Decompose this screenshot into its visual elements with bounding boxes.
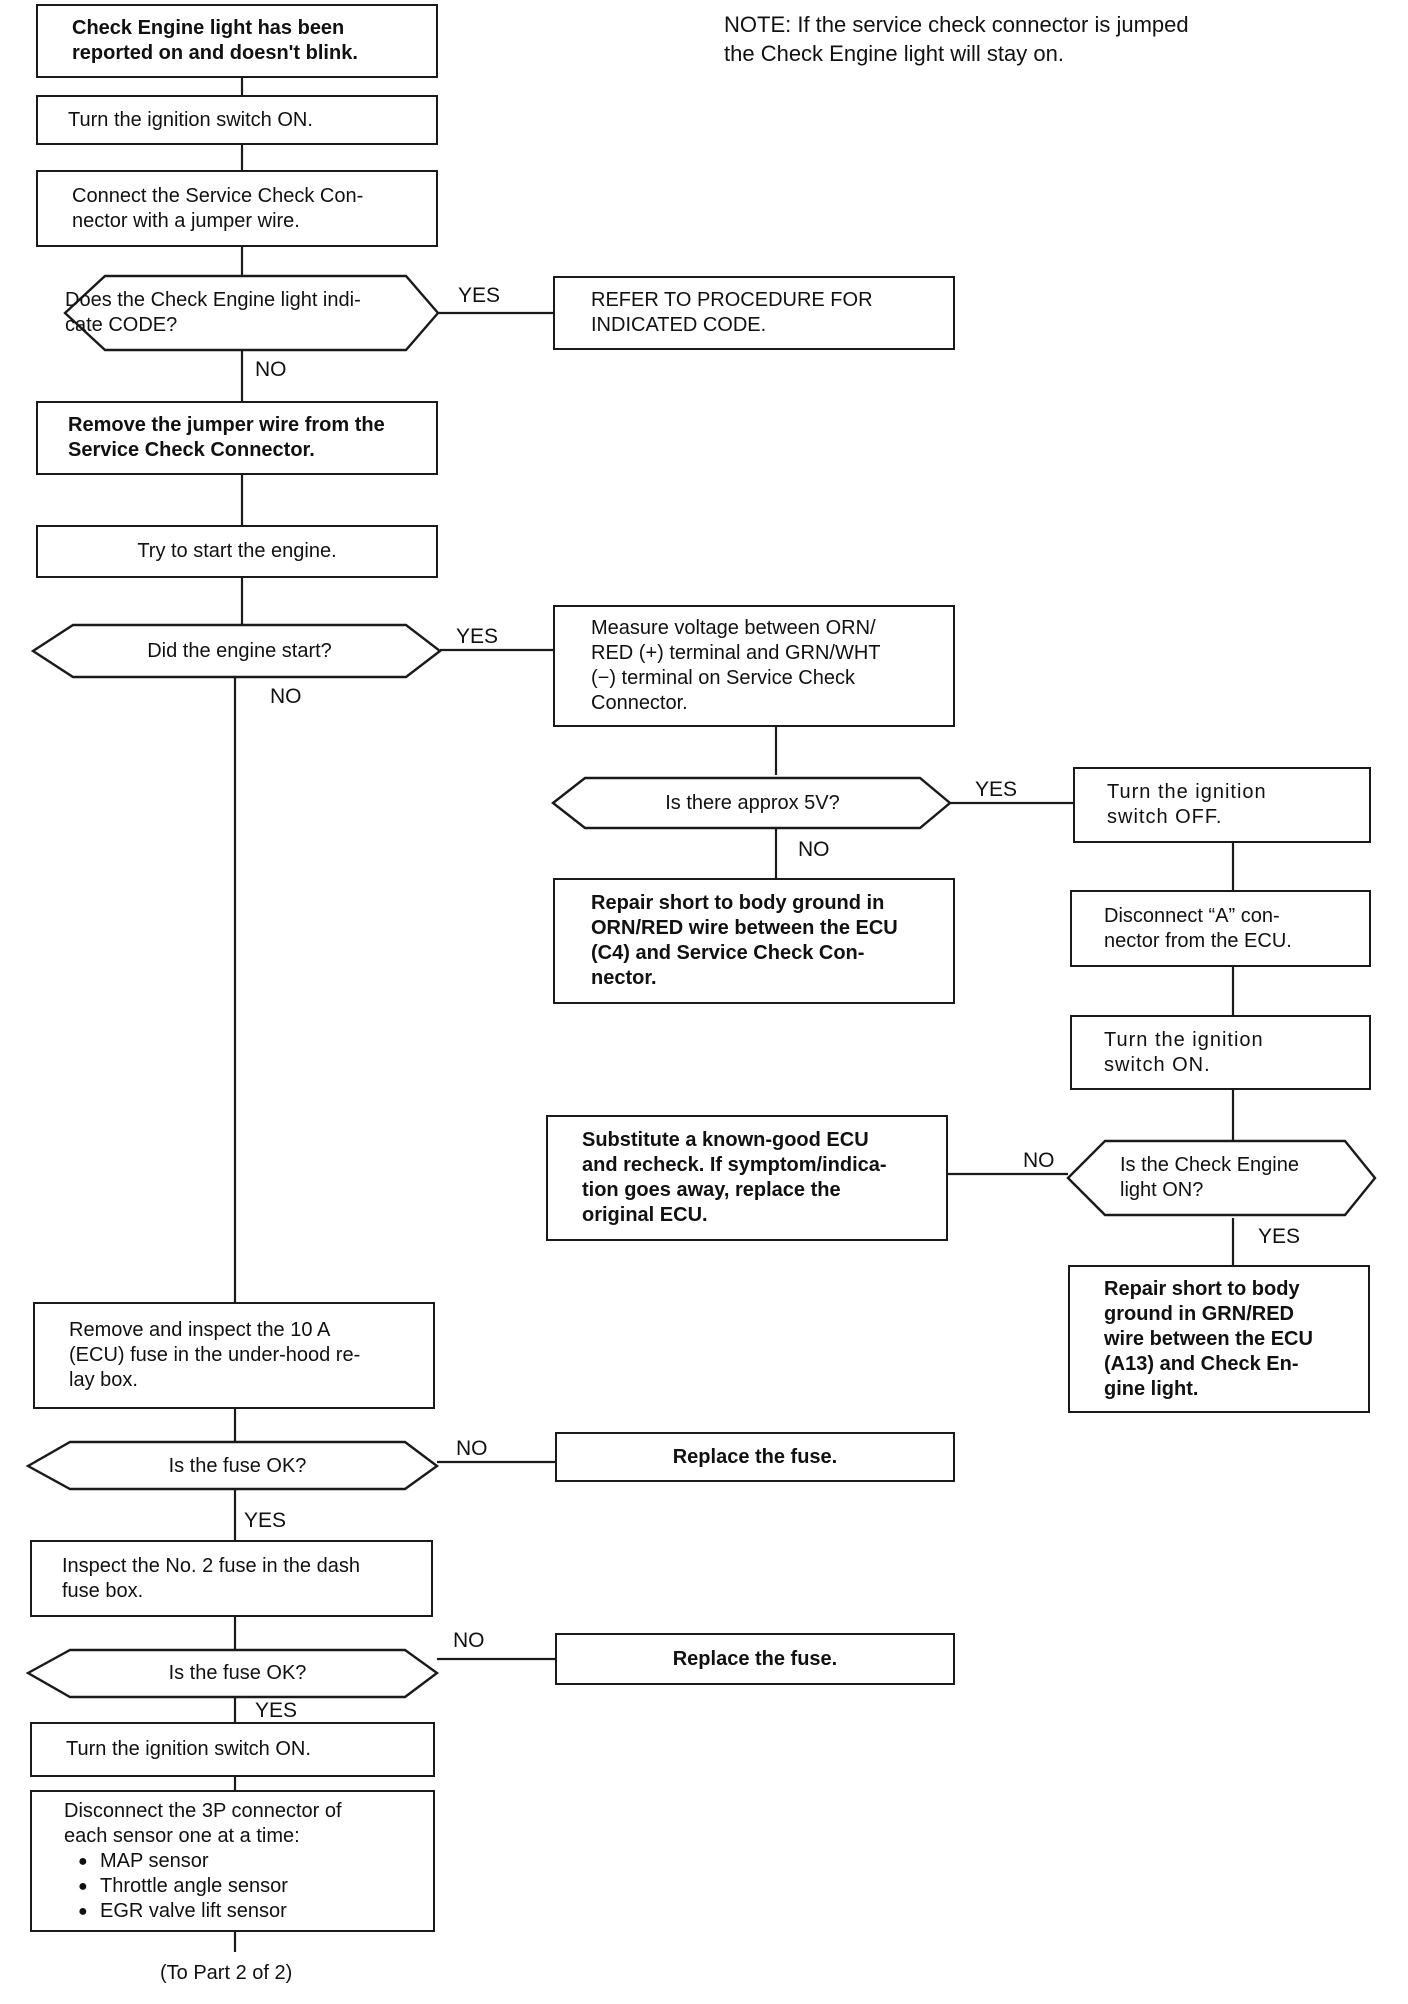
- yes-label-code: YES: [458, 284, 500, 307]
- step-disconnect-3p-text: Disconnect the 3P connector of each sens…: [64, 1799, 342, 1847]
- step-remove-jumper: Remove the jumper wire from the Service …: [36, 401, 438, 475]
- step-refer-code-text: REFER TO PROCEDURE FOR INDICATED CODE.: [591, 289, 873, 336]
- no-label-code: NO: [255, 358, 287, 381]
- sensor-list-item: Throttle angle sensor: [78, 1874, 413, 1899]
- decision-code-shape: [63, 274, 440, 352]
- step-disconnect-a-connector: Disconnect “A” con- nector from the ECU.: [1070, 890, 1371, 967]
- step-measure-voltage: Measure voltage between ORN/ RED (+) ter…: [553, 605, 955, 727]
- decision-light-text: Is the Check Engine light ON?: [1120, 1154, 1299, 1201]
- sensor-list-item: EGR valve lift sensor: [78, 1899, 413, 1924]
- step-replace-fuse-2: Replace the fuse.: [555, 1633, 955, 1685]
- step-disconnect-a-connector-text: Disconnect “A” con- nector from the ECU.: [1104, 904, 1292, 952]
- connector-lines: [233, 78, 1235, 1952]
- step-inspect-no2-fuse-text: Inspect the No. 2 fuse in the dash fuse …: [62, 1554, 360, 1602]
- step-measure-voltage-text: Measure voltage between ORN/ RED (+) ter…: [591, 617, 881, 714]
- yes-label-start: YES: [456, 625, 498, 648]
- decision-5v-text: Is there approx 5V?: [665, 791, 840, 814]
- step-remove-jumper-text: Remove the jumper wire from the Service …: [68, 414, 385, 461]
- service-check-note: NOTE: If the service check connector is …: [724, 12, 1189, 66]
- step-try-start: Try to start the engine.: [36, 525, 438, 578]
- no-label-fuse1: NO: [456, 1437, 488, 1460]
- decision-fuse1-text: Is the fuse OK?: [168, 1454, 307, 1477]
- step-repair-orn-red-text: Repair short to body ground in ORN/RED w…: [591, 892, 898, 989]
- step-inspect-10a-fuse-text: Remove and inspect the 10 A (ECU) fuse i…: [69, 1319, 361, 1391]
- yes-label-5v: YES: [975, 778, 1017, 801]
- step-reported-text: Check Engine light has been reported on …: [72, 17, 358, 64]
- step-substitute-ecu-text: Substitute a known-good ECU and recheck.…: [582, 1129, 887, 1226]
- step-inspect-10a-fuse: Remove and inspect the 10 A (ECU) fuse i…: [33, 1302, 435, 1409]
- step-ignition-on-3-text: Turn the ignition switch ON.: [1104, 1028, 1264, 1076]
- step-ignition-on-1: Turn the ignition switch ON.: [36, 95, 438, 145]
- step-ignition-on-3: Turn the ignition switch ON.: [1070, 1015, 1371, 1090]
- step-replace-fuse-1-text: Replace the fuse.: [672, 1445, 838, 1468]
- step-replace-fuse-2-text: Replace the fuse.: [672, 1647, 838, 1670]
- sensor-list-item: MAP sensor: [78, 1849, 413, 1874]
- step-connect-jumper-text: Connect the Service Check Con- nector wi…: [72, 184, 364, 232]
- decision-start-text: Did the engine start?: [147, 639, 332, 662]
- step-try-start-text: Try to start the engine.: [137, 540, 337, 562]
- decision-light-shape: [1066, 1139, 1377, 1217]
- no-label-light: NO: [1023, 1149, 1055, 1172]
- no-label-fuse2: NO: [453, 1629, 485, 1652]
- step-ignition-off-text: Turn the ignition switch OFF.: [1107, 781, 1267, 828]
- decision-code-text: Does the Check Engine light indi- cate C…: [65, 289, 361, 336]
- step-disconnect-3p: Disconnect the 3P connector of each sens…: [30, 1790, 435, 1932]
- step-repair-orn-red: Repair short to body ground in ORN/RED w…: [553, 878, 955, 1004]
- step-refer-code: REFER TO PROCEDURE FOR INDICATED CODE.: [553, 276, 955, 350]
- no-label-start: NO: [270, 685, 302, 708]
- yes-label-fuse2: YES: [255, 1699, 297, 1722]
- step-ignition-on-2: Turn the ignition switch ON.: [30, 1722, 435, 1777]
- step-replace-fuse-1: Replace the fuse.: [555, 1432, 955, 1482]
- step-ignition-on-2-text: Turn the ignition switch ON.: [66, 1738, 311, 1760]
- decision-5v-shape: [551, 776, 952, 830]
- step-substitute-ecu: Substitute a known-good ECU and recheck.…: [546, 1115, 948, 1241]
- decision-fuse2-text: Is the fuse OK?: [168, 1661, 307, 1684]
- step-ignition-on-1-text: Turn the ignition switch ON.: [68, 108, 313, 131]
- yes-label-light: YES: [1258, 1225, 1300, 1248]
- decision-start-shape: [30, 623, 442, 679]
- decision-fuse2-shape: [25, 1648, 440, 1699]
- step-reported-box: Check Engine light has been reported on …: [36, 4, 438, 78]
- decision-fuse1-shape: [25, 1440, 440, 1491]
- to-part-2-label: (To Part 2 of 2): [160, 1962, 293, 1984]
- step-ignition-off: Turn the ignition switch OFF.: [1073, 767, 1371, 843]
- step-inspect-no2-fuse: Inspect the No. 2 fuse in the dash fuse …: [30, 1540, 433, 1617]
- step-repair-grn-red-text: Repair short to body ground in GRN/RED w…: [1104, 1277, 1313, 1400]
- step-repair-grn-red: Repair short to body ground in GRN/RED w…: [1068, 1265, 1370, 1413]
- step-connect-jumper: Connect the Service Check Con- nector wi…: [36, 170, 438, 247]
- sensor-list: MAP sensor Throttle angle sensor EGR val…: [64, 1849, 413, 1924]
- no-label-5v: NO: [798, 838, 830, 861]
- yes-label-fuse1: YES: [244, 1509, 286, 1532]
